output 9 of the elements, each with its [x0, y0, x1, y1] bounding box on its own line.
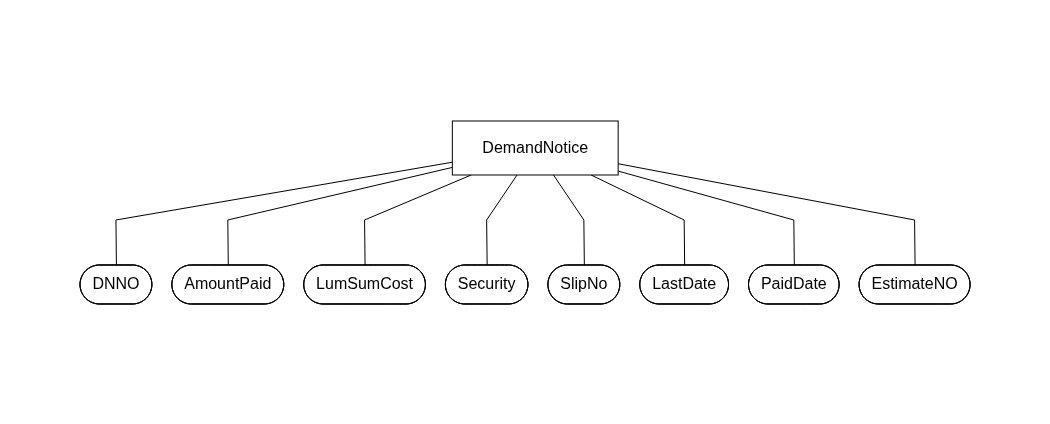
node-box: DemandNotice — [451, 120, 619, 175]
connector — [486, 174, 518, 266]
connector — [617, 170, 795, 266]
connector — [590, 174, 686, 266]
connector — [617, 162, 916, 266]
connector — [115, 161, 453, 266]
connector — [552, 174, 585, 266]
connector — [227, 166, 453, 266]
connector — [364, 174, 472, 266]
